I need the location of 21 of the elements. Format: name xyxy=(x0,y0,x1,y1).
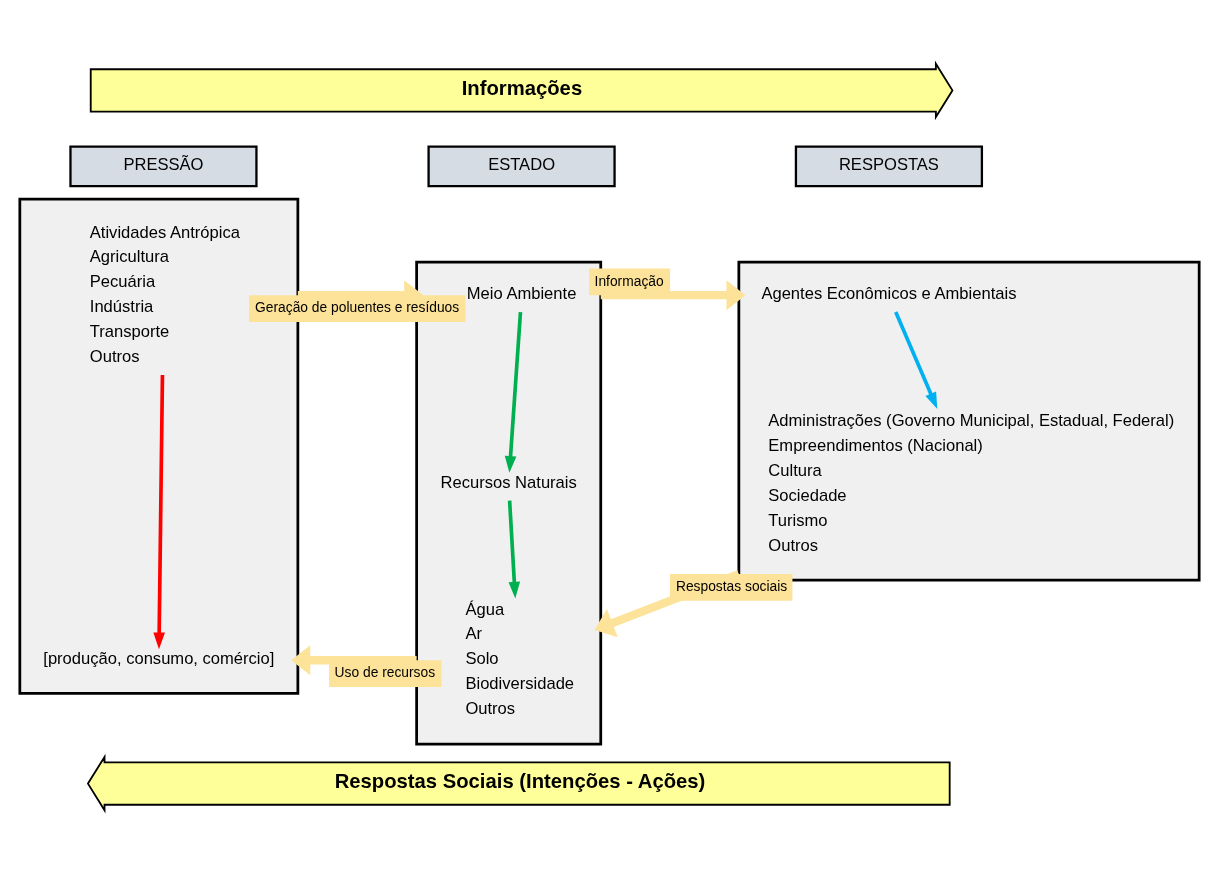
arrow xyxy=(153,374,165,649)
arrow xyxy=(894,310,938,409)
node-text: Administrações (Governo Municipal, Estadual, Federal) Empreendimentos (Nacional) Cultura Sociedade Turismo Outros xyxy=(768,410,1175,555)
node-box: PRESSÃO xyxy=(69,144,258,187)
edge-label: Geração de poluentes e resíduos xyxy=(255,299,460,315)
cluster xyxy=(737,260,1201,582)
node-text: Meio Ambiente xyxy=(466,283,577,303)
node-box: ESTADO xyxy=(427,144,616,187)
node-text: Atividades Antrópica Agricultura Pecuária Indústria Transporte Outros xyxy=(89,222,240,366)
node-text: [produção, consumo, comércio] xyxy=(43,648,275,668)
node-text: Agentes Econômicos e Ambientais xyxy=(761,283,1017,303)
arrow xyxy=(291,644,417,675)
arrow xyxy=(504,311,523,473)
edge-label: Respostas sociais xyxy=(675,578,788,594)
node-box: RESPOSTAS xyxy=(794,144,984,187)
edge-label: Informação xyxy=(594,273,664,289)
arrow xyxy=(507,500,521,598)
node-text: Água Ar Solo Biodiversidade Outros xyxy=(465,599,575,718)
node-text: Recursos Naturais xyxy=(440,472,577,492)
edge-label: Uso de recursos xyxy=(334,664,436,680)
arrow xyxy=(600,279,746,310)
